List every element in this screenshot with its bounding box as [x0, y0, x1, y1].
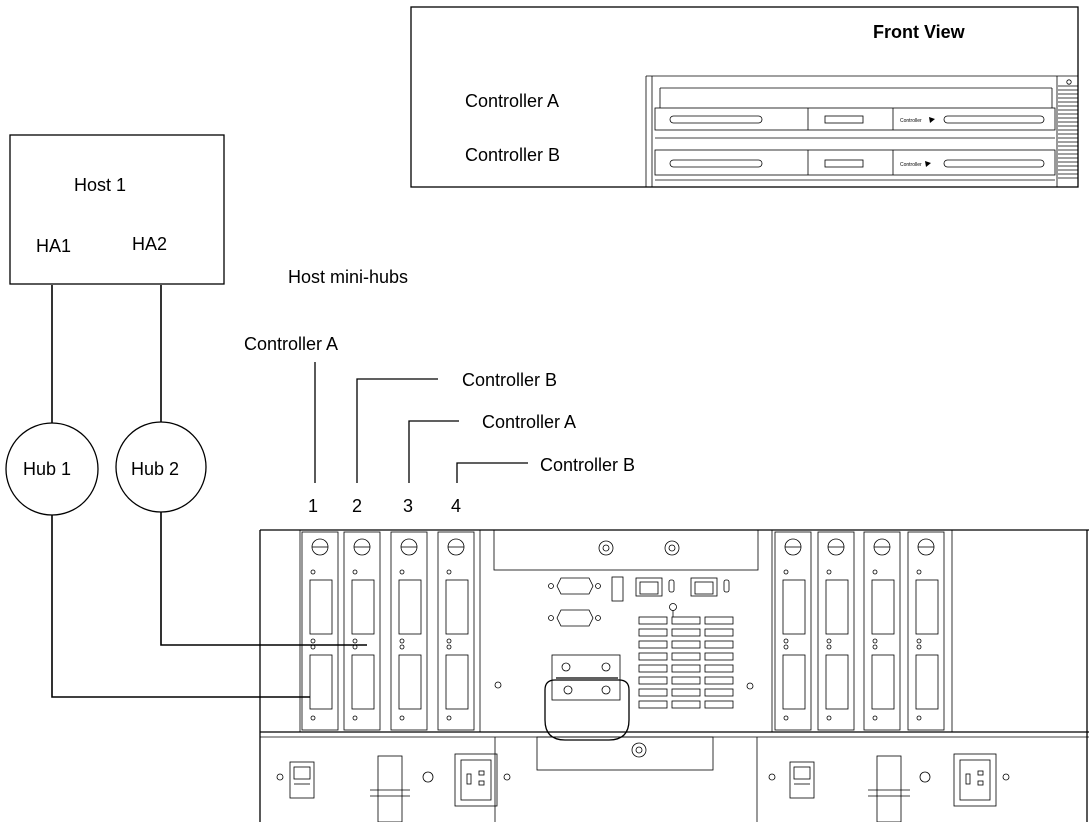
mini-hub	[817, 531, 855, 731]
gbic-port	[351, 579, 375, 635]
slot-2-leader	[356, 378, 438, 483]
front-controller-tag: Controller	[900, 118, 922, 124]
gbic-port	[398, 579, 422, 635]
switch-icon	[611, 576, 624, 602]
slot-4-controller: Controller B	[540, 455, 635, 475]
front-controller-a: Controller	[654, 87, 1056, 131]
hub-2: Hub 2	[115, 421, 207, 513]
slot-3-number: 3	[403, 496, 413, 516]
front-enclosure	[645, 75, 1078, 187]
gbic-port	[915, 654, 939, 710]
serial-port-icon	[556, 577, 594, 595]
hub-1-label: Hub 1	[23, 459, 71, 479]
host-box	[9, 134, 225, 285]
power-connector-icon	[953, 753, 997, 807]
slot-1-number: 1	[308, 496, 318, 516]
front-led-strip	[824, 115, 864, 124]
power-switch-icon	[789, 761, 815, 799]
front-controller-b-label: Controller B	[465, 145, 560, 165]
slot-1-controller: Controller A	[244, 334, 338, 354]
front-controller-a-label: Controller A	[465, 91, 559, 111]
fan-latch	[876, 755, 902, 822]
slot-4-leader	[456, 462, 528, 483]
gbic-port	[825, 579, 849, 635]
hub-2-label: Hub 2	[131, 459, 179, 479]
mini-hub	[390, 531, 428, 731]
slot-2-controller: Controller B	[462, 370, 557, 390]
mini-hub	[437, 531, 475, 731]
controller-logo-icon	[929, 117, 935, 123]
gbic-port	[445, 579, 469, 635]
mini-hub	[301, 531, 339, 731]
gbic-port	[782, 579, 806, 635]
gbic-port	[309, 579, 333, 635]
center-panel	[493, 529, 759, 771]
slot-4-number: 4	[451, 496, 461, 516]
gbic-port	[445, 654, 469, 710]
cables	[51, 285, 367, 698]
mini-hub	[343, 531, 381, 731]
rear-enclosure	[259, 529, 1089, 822]
front-controller-b: Controller	[654, 137, 1056, 181]
slot-3-leader	[408, 420, 459, 483]
thumbscrew-icon	[631, 742, 647, 758]
power-supply-right	[756, 737, 1010, 822]
power-supply-left	[276, 737, 511, 822]
thumbscrew-icon	[598, 540, 614, 556]
handle-icon	[544, 677, 630, 741]
host-title: Host 1	[74, 175, 126, 195]
host-1: Host 1 HA1 HA2	[9, 134, 225, 285]
gbic-port	[915, 579, 939, 635]
gbic-port	[398, 654, 422, 710]
host-adapter-2: HA2	[132, 234, 167, 254]
front-handle-slot	[943, 159, 1045, 168]
front-controller-tag: Controller	[900, 162, 922, 168]
gbic-port	[825, 654, 849, 710]
gbic-port	[871, 579, 895, 635]
power-connector-icon	[454, 753, 498, 807]
screw-icon	[746, 682, 754, 690]
gbic-port	[351, 654, 375, 710]
bracket	[551, 654, 621, 701]
ethernet-port	[635, 577, 663, 597]
ethernet-port	[690, 577, 718, 597]
power-switch-icon	[289, 761, 315, 799]
front-view-title: Front View	[873, 22, 966, 42]
front-handle-slot	[943, 115, 1045, 124]
slot-3-controller: Controller A	[482, 412, 576, 432]
mini-hub	[774, 531, 812, 731]
controller-logo-icon	[925, 161, 931, 167]
slot-2-number: 2	[352, 496, 362, 516]
thumbscrew-icon	[664, 540, 680, 556]
front-view-panel: Front View Controller A Controller B	[410, 6, 1079, 188]
vent-grille	[1058, 79, 1078, 179]
mini-hubs-heading: Host mini-hubs	[288, 267, 408, 287]
mini-hub-labels: Host mini-hubs Controller A Controller B…	[244, 267, 635, 516]
mini-hub	[907, 531, 945, 731]
fan-latch	[377, 755, 403, 822]
vent-slots	[638, 616, 734, 709]
front-handle-slot	[669, 159, 763, 168]
serial-port-icon	[556, 609, 594, 627]
cable-hub1-minihub1	[51, 515, 310, 698]
gbic-port	[309, 654, 333, 710]
gbic-port	[871, 654, 895, 710]
mini-hub	[863, 531, 901, 731]
front-view-frame	[410, 6, 1079, 188]
screw-icon	[494, 681, 502, 689]
hub-1: Hub 1	[5, 422, 99, 516]
gbic-port	[782, 654, 806, 710]
host-adapter-1: HA1	[36, 236, 71, 256]
cable-hub2-minihub2	[160, 512, 367, 646]
front-handle-slot	[669, 115, 763, 124]
front-led-strip	[824, 159, 864, 168]
